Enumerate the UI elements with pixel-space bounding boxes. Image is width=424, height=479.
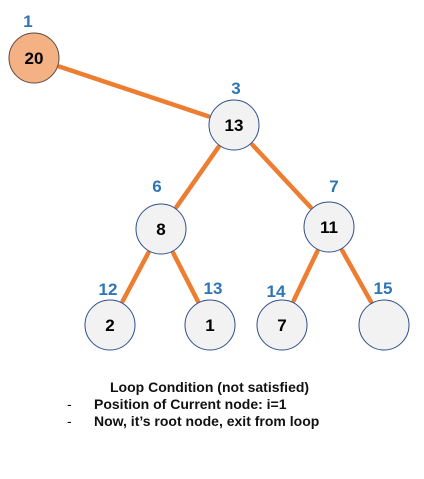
caption-item: - Position of Current node: i=1 (62, 396, 362, 413)
caption-item-text: Position of Current node: i=1 (94, 396, 287, 412)
node-circle (84, 299, 136, 351)
caption-title: Loop Condition (not satisfied) (110, 379, 310, 395)
node-value: 8 (156, 220, 165, 239)
caption-list: - Position of Current node: i=1 - Now, i… (62, 396, 362, 430)
current-node-circle (8, 32, 60, 84)
node-index-label: 7 (329, 177, 338, 196)
tree-edge (174, 144, 221, 210)
node-circle (303, 201, 355, 253)
caption-item: - Now, it’s root node, exit from loop (62, 413, 362, 430)
caption-bullet: - (67, 396, 72, 412)
node-index-label: 3 (231, 79, 240, 98)
tree-node: 15 (358, 279, 410, 351)
caption-item-text: Now, it’s root node, exit from loop (94, 413, 320, 429)
node-value: 2 (105, 316, 114, 335)
tree-node: 2 12 (84, 280, 136, 351)
tree-edge (291, 249, 320, 303)
edges-layer (57, 64, 374, 304)
tree-edge (120, 250, 151, 304)
tree-node: 86 (135, 177, 187, 255)
tree-node: 11 7 (303, 177, 355, 253)
node-index-label: 6 (152, 177, 161, 196)
node-circle (135, 203, 187, 255)
tree-node: 13 3 (208, 79, 260, 151)
node-circle (208, 99, 260, 151)
node-circle (256, 299, 308, 351)
node-value: 7 (277, 316, 286, 335)
node-value: 20 (25, 49, 44, 68)
tree-node: 20 1 (8, 12, 60, 84)
node-circle (184, 299, 236, 351)
node-index-label: 15 (374, 279, 393, 298)
tree-edge (57, 64, 211, 119)
node-index-label: 14 (267, 282, 286, 301)
node-circle (358, 299, 410, 351)
node-index-label: 13 (204, 279, 223, 298)
tree-edge (339, 248, 374, 304)
tree-edge (171, 250, 200, 304)
tree-node: 7 14 (256, 282, 308, 351)
tree-edge (250, 142, 313, 210)
node-index-label: 12 (99, 280, 118, 299)
node-value: 11 (320, 218, 338, 237)
node-value: 1 (205, 316, 214, 335)
node-index-label: 1 (23, 12, 32, 31)
node-value: 13 (225, 116, 244, 135)
caption-bullet: - (67, 413, 72, 429)
loop-condition-caption: Loop Condition (not satisfied) - Positio… (62, 379, 362, 430)
tree-node: 1 13 (184, 279, 236, 351)
